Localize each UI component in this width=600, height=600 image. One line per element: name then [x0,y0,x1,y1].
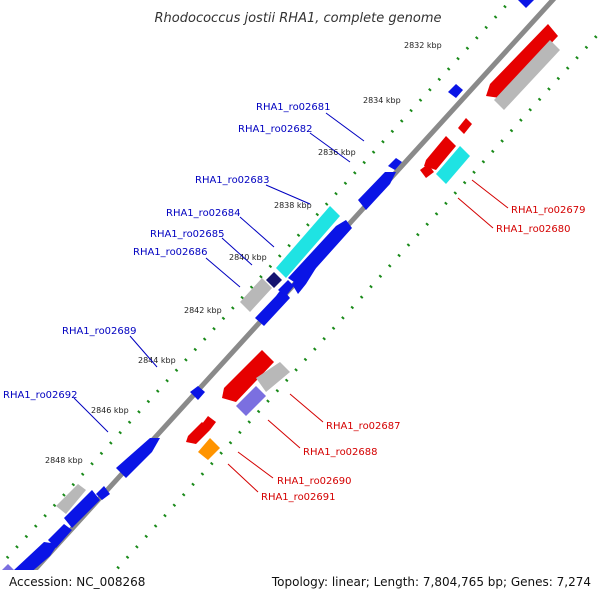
gene-arrow-ro02687[interactable] [222,350,274,402]
leader-line [221,237,253,266]
gene-arrow[interactable] [116,438,160,478]
gene-arrow-top-blue[interactable] [518,0,534,8]
leader-line [129,335,158,368]
gene-arrow[interactable] [56,484,86,514]
tick-label: 2844 kbp [138,356,176,365]
gene-label-ro02679[interactable]: RHA1_ro02679 [511,205,586,216]
forward-label-group: RHA1_ro02681 RHA1_ro02682 RHA1_ro02683 R… [3,102,365,433]
gene-label-ro02690[interactable]: RHA1_ro02690 [277,476,352,487]
gene-label-ro02682[interactable]: RHA1_ro02682 [238,124,313,135]
gene-arrow-ro02690[interactable] [186,422,210,444]
reverse-label-group: RHA1_ro02679 RHA1_ro02680 RHA1_ro02687 R… [227,179,586,503]
leader-line [237,451,274,479]
tick-label: 2832 kbp [404,41,442,50]
gene-label-ro02680[interactable]: RHA1_ro02680 [496,224,571,235]
gene-arrow-ro02684[interactable] [276,206,340,278]
gene-arrow[interactable] [278,280,294,296]
gene-arrow[interactable] [64,490,100,528]
gene-arrow[interactable] [255,288,290,326]
gene-arrow-ro02685[interactable] [288,220,352,286]
gene-arrow[interactable] [240,278,272,312]
gene-arrow[interactable] [292,268,316,294]
gene-label-ro02685[interactable]: RHA1_ro02685 [150,229,225,240]
gene-arrow-ro02688[interactable] [236,386,266,416]
topology-summary: Topology: linear; Length: 7,804,765 bp; … [271,575,591,589]
accession-text: Accession: NC_008268 [9,575,145,589]
leader-line [73,397,109,433]
leader-line [471,179,509,209]
gene-arrow-ro02691[interactable] [198,438,220,460]
tick-label: 2846 kbp [91,406,129,415]
leader-line [227,463,259,493]
reverse-tick-track [86,29,600,600]
gene-label-ro02689[interactable]: RHA1_ro02689 [62,326,137,337]
tick-label: 2842 kbp [184,306,222,315]
reverse-genes [186,24,560,460]
footer-bar [0,570,600,600]
leader-line [239,216,275,248]
leader-line [289,393,324,423]
leader-line [205,257,241,288]
gene-label-ro02681[interactable]: RHA1_ro02681 [256,102,331,113]
gene-arrow[interactable] [190,386,205,400]
genome-title: Rhodococcus jostii RHA1, complete genome [155,11,442,26]
gene-arrow-ro02679[interactable] [424,136,456,170]
gene-arrow[interactable] [388,158,402,170]
leader-line [309,132,351,163]
gene-arrow[interactable] [458,118,472,134]
gene-arrow[interactable] [494,40,560,110]
leader-line [267,419,301,449]
gene-label-ro02686[interactable]: RHA1_ro02686 [133,247,208,258]
gene-label-ro02683[interactable]: RHA1_ro02683 [195,175,270,186]
gene-arrow[interactable] [48,524,72,548]
gene-label-ro02688[interactable]: RHA1_ro02688 [303,447,378,458]
leader-line [265,184,311,205]
gene-arrow[interactable] [448,84,463,98]
gene-label-ro02684[interactable]: RHA1_ro02684 [166,208,241,219]
gene-arrow-ro02680[interactable] [436,146,470,184]
tick-label: 2840 kbp [229,253,267,262]
gene-arrow[interactable] [420,164,434,178]
gene-arrow[interactable] [486,24,558,98]
gene-label-ro02692[interactable]: RHA1_ro02692 [3,390,78,401]
tick-label: 2834 kbp [363,96,401,105]
gene-arrow[interactable] [266,272,282,288]
leader-line [325,112,365,142]
gene-arrow[interactable] [96,486,110,500]
leader-line [457,197,494,229]
gene-arrow-ro02683[interactable] [358,172,396,210]
gene-label-ro02687[interactable]: RHA1_ro02687 [326,421,401,432]
gene-label-ro02691[interactable]: RHA1_ro02691 [261,492,336,503]
tick-label: 2848 kbp [45,456,83,465]
tick-label: 2838 kbp [274,201,312,210]
gene-arrow[interactable] [256,362,290,392]
